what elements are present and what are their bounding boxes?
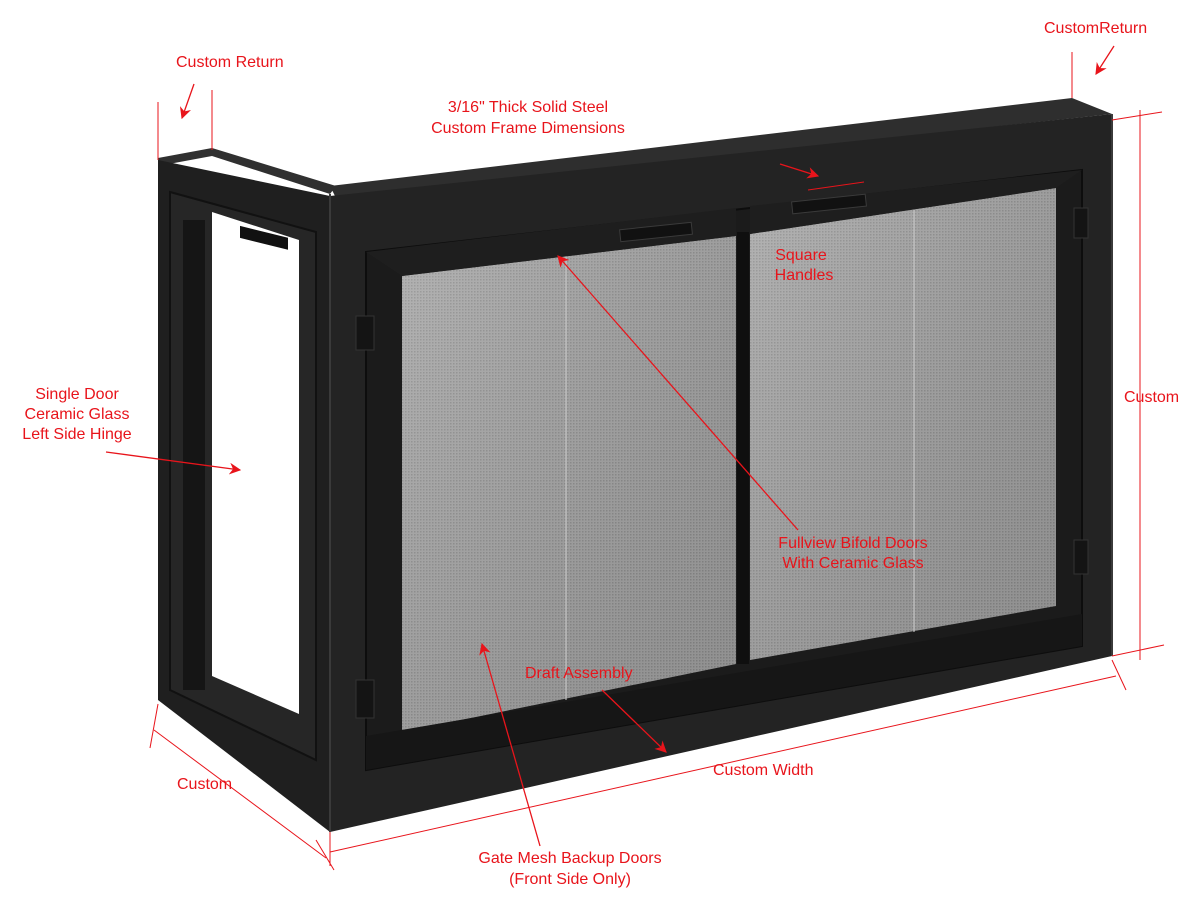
- label-custom-width: Custom Width: [713, 762, 813, 779]
- right-square-handle: [791, 193, 867, 215]
- label-bifold-line2: With Ceramic Glass: [782, 555, 923, 572]
- label-custom-depth: Custom: [177, 776, 232, 793]
- dimension-lines: [149, 52, 1165, 871]
- annotation-labels: Custom Return CustomReturn 3/16" Thick S…: [22, 20, 1179, 888]
- right-hinge-top: [1073, 207, 1089, 239]
- left-return-top-rim: [158, 148, 336, 194]
- left-mesh-shade: [402, 236, 736, 732]
- height-tick-bottom: [1111, 644, 1165, 657]
- frame-dimension-mark: [807, 181, 865, 191]
- fireplace-enclosure: [158, 98, 1113, 832]
- arrow-single-door: [105, 451, 242, 475]
- arrow-steel-frame: [779, 163, 820, 179]
- label-custom-return-left: Custom Return: [176, 54, 284, 71]
- width-tick-right: [1111, 659, 1127, 691]
- label-steel-line1: 3/16" Thick Solid Steel: [448, 99, 608, 116]
- depth-tick-right: [315, 839, 335, 871]
- label-single-door-line2: Ceramic Glass: [25, 406, 130, 423]
- label-bifold-line1: Fullview Bifold Doors: [778, 535, 927, 552]
- label-gate-mesh-line2: (Front Side Only): [509, 871, 631, 888]
- label-single-door-line3: Left Side Hinge: [22, 426, 132, 443]
- arrow-gate-mesh: [479, 642, 541, 847]
- left-door-top-rail: [366, 208, 736, 276]
- right-mesh-shade: [750, 188, 1056, 660]
- single-door-glass: [212, 212, 299, 714]
- label-custom-return-right: CustomReturn: [1044, 20, 1147, 37]
- arrow-custom-return-right: [1095, 45, 1115, 75]
- depth-dimension-line: [153, 729, 327, 859]
- label-steel-line2: Custom Frame Dimensions: [431, 120, 625, 137]
- center-door-divider: [737, 232, 749, 664]
- width-dimension-line: [329, 675, 1117, 853]
- annotation-arrows: [105, 45, 1115, 847]
- label-draft-assembly: Draft Assembly: [525, 665, 633, 682]
- label-square-handles-line2: Handles: [775, 267, 834, 284]
- label-gate-mesh-line1: Gate Mesh Backup Doors: [478, 850, 661, 867]
- single-door-hinge-bar: [183, 220, 205, 690]
- arrow-draft-assembly: [601, 689, 667, 753]
- right-hinge-bottom: [1073, 539, 1089, 575]
- single-door-handle: [240, 225, 288, 250]
- label-custom-height: Custom: [1124, 389, 1179, 406]
- label-single-door-line1: Single Door: [35, 386, 119, 403]
- front-hinge-top: [355, 315, 375, 351]
- draft-assembly-rail: [366, 614, 1082, 770]
- left-square-handle: [619, 221, 693, 243]
- front-top-rim: [330, 98, 1112, 198]
- front-hinge-bottom: [355, 679, 375, 719]
- depth-tick-left: [149, 703, 159, 749]
- arrow-custom-return-left: [179, 83, 195, 120]
- height-tick-top: [1111, 111, 1163, 121]
- right-door-top-rail: [750, 170, 1082, 234]
- arrow-bifold-doors: [557, 255, 799, 531]
- label-square-handles-line1: Square: [775, 247, 827, 264]
